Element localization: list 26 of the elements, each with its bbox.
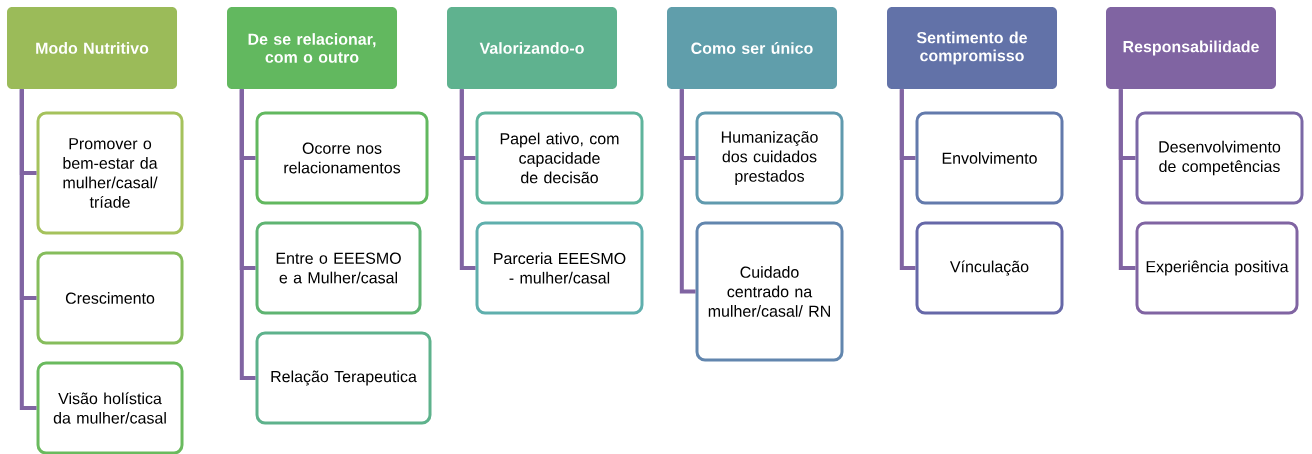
connector-line — [899, 89, 916, 270]
header-box: Sentimento de compromisso — [887, 7, 1057, 89]
connector-line — [19, 89, 37, 410]
connector-line — [239, 89, 256, 380]
item-box: Visão holística da mulher/casal — [36, 361, 184, 454]
item-box: Relação Terapeutica — [255, 331, 432, 425]
item-box: Crescimento — [36, 251, 184, 345]
item-box: Desenvolvimento de competências — [1135, 111, 1304, 205]
connector-line — [459, 89, 476, 270]
item-box: Vínculação — [915, 221, 1064, 315]
header-box: Responsabilidade — [1106, 7, 1276, 89]
item-box: Entre o EEESMO e a Mulher/casal — [255, 221, 422, 315]
connector-line — [1118, 89, 1136, 270]
header-box: De se relacionar, com o outro — [227, 7, 397, 89]
connector-line — [679, 89, 696, 294]
item-box: Cuidado centrado na mulher/casal/ RN — [695, 221, 844, 362]
item-box: Parceria EEESMO - mulher/casal — [475, 221, 644, 315]
header-box: Valorizando-o — [447, 7, 617, 89]
item-box: Envolvimento — [915, 111, 1064, 205]
item-box: Experiência positiva — [1135, 221, 1299, 315]
item-box: Humanização dos cuidados prestados — [695, 111, 844, 205]
item-box: Ocorre nos relacionamentos — [255, 111, 429, 205]
header-box: Como ser único — [667, 7, 837, 89]
item-box: Papel ativo, com capacidade de decisão — [475, 111, 644, 205]
item-box: Promover o bem-estar da mulher/casal/ tríade — [36, 111, 184, 235]
header-box: Modo Nutritivo — [7, 7, 177, 89]
